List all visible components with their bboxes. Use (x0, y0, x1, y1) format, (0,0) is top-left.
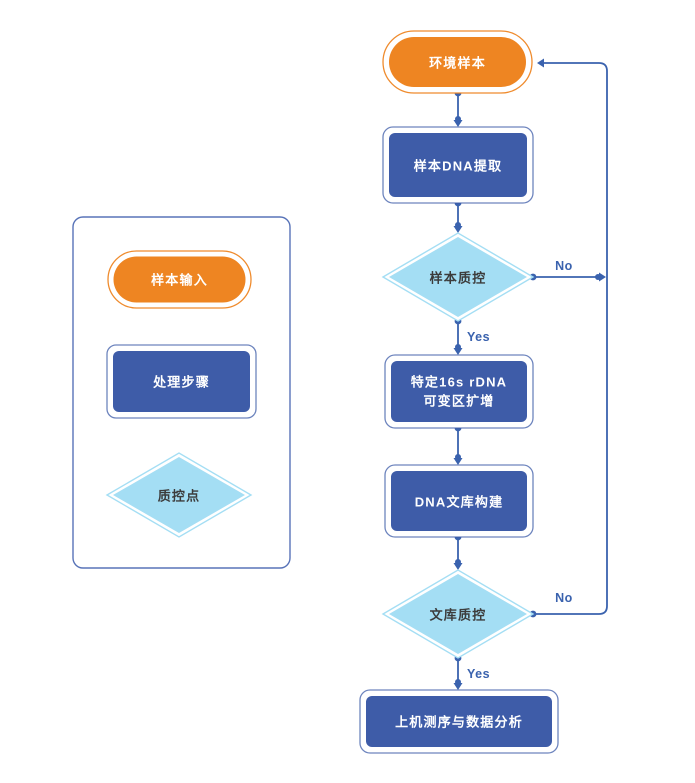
edge-amplify-library (453, 424, 463, 465)
library-construction-shape (391, 471, 527, 531)
arrowhead-down-icon (453, 120, 463, 127)
edge-libraryqc-sequencing-yes: Yes (453, 654, 490, 690)
library-construction-node: DNA文库构建 (384, 464, 534, 538)
sequencing-shape (366, 696, 552, 747)
edge-sampleqc-amplify-yes: Yes (453, 317, 490, 355)
sample-qc-label: 样本质控 (430, 271, 487, 286)
sequencing-label: 上机测序与数据分析 (395, 715, 523, 730)
dna-extraction-shape (389, 133, 527, 197)
sample-qc-node: 样本质控 (381, 232, 535, 322)
amplification-shape (391, 361, 527, 422)
start-node: 环境样本 (382, 30, 533, 94)
legend-process-label: 处理步骤 (152, 375, 210, 390)
legend-process-shape (113, 351, 250, 412)
amplification-label-line1: 特定16s rDNA (411, 375, 508, 390)
library-qc-shape (389, 574, 527, 654)
edge-start-extract (453, 89, 463, 127)
edge-label-no: No (555, 591, 573, 605)
arrowhead-down-icon (453, 348, 463, 355)
arrowhead-right-icon (599, 272, 606, 282)
edge-library-libraryqc (453, 533, 463, 570)
legend-item-sample-input: 样本输入 (107, 250, 252, 309)
library-qc-node: 文库质控 (381, 569, 535, 659)
arrowhead-left-icon (537, 58, 544, 68)
legend-item-qc-point: 质控点 (105, 452, 253, 538)
amplification-label-line2: 可变区扩增 (423, 394, 494, 409)
legend-border (72, 216, 291, 569)
arrowhead-down-icon (453, 563, 463, 570)
edge-libraryqc-start-no-loop: No (529, 58, 608, 618)
sample-qc-shape (389, 237, 527, 317)
loop-connector-line (533, 62, 608, 615)
edge-label-yes: Yes (467, 330, 490, 344)
arrowhead-down-icon (453, 458, 463, 465)
amplification-node: 特定16s rDNA 可变区扩增 (384, 354, 534, 429)
edges-layer: Yes No Yes (453, 58, 608, 690)
legend-start-label: 样本输入 (151, 273, 208, 288)
dna-extraction-label: 样本DNA提取 (414, 159, 503, 174)
start-node-label: 环境样本 (429, 56, 486, 71)
arrowhead-down-icon (453, 683, 463, 690)
library-qc-label: 文库质控 (430, 608, 487, 623)
legend-qc-shape (113, 457, 245, 533)
sequencing-node: 上机测序与数据分析 (359, 689, 559, 754)
nodes-layer: 环境样本 样本DNA提取 样本质控 特定16s rDNA 可变区扩增 DNA文库… (359, 30, 559, 754)
edge-extract-sampleqc (453, 199, 463, 233)
legend-start-shape (113, 256, 246, 303)
edge-label-yes: Yes (467, 667, 490, 681)
legend-item-process-step: 处理步骤 (106, 344, 257, 419)
edge-label-no: No (555, 259, 573, 273)
dna-extraction-node: 样本DNA提取 (382, 126, 534, 204)
start-node-shape (389, 37, 526, 87)
legend-panel: 样本输入 处理步骤 质控点 (72, 216, 291, 569)
legend-qc-label: 质控点 (158, 489, 201, 504)
edge-sampleqc-loop-no: No (529, 259, 606, 282)
arrowhead-down-icon (453, 226, 463, 233)
library-construction-label: DNA文库构建 (415, 495, 504, 510)
